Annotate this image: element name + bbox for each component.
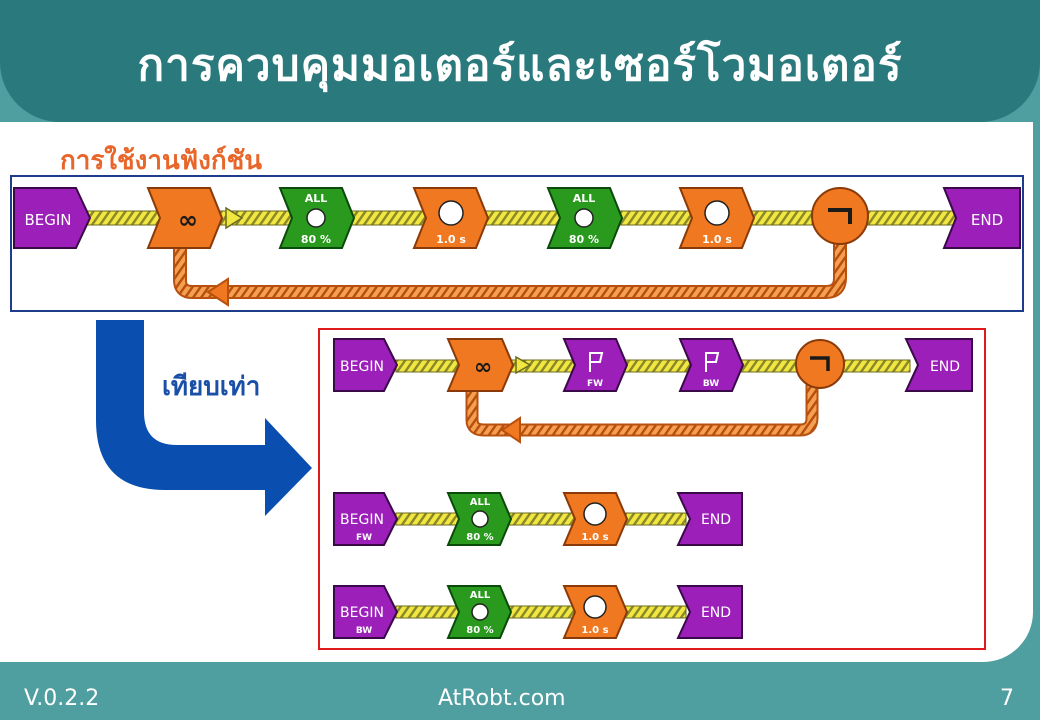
delay-block[interactable]: 1.0 s xyxy=(562,492,629,546)
begin-block[interactable]: BEGIN xyxy=(13,187,92,249)
end-label: END xyxy=(971,211,1003,229)
end-block[interactable]: END xyxy=(904,338,973,392)
delay-label: 1.0 s xyxy=(581,625,608,636)
loop-return-arrowhead xyxy=(500,416,521,444)
end-block[interactable]: END xyxy=(676,492,743,546)
top-flow: BEGIN ∞ ALL 80 % 1.0 s ALL 80 % 1.0 s xyxy=(13,187,1021,307)
stopwatch-icon xyxy=(583,595,607,619)
footer-version: V.0.2.2 xyxy=(24,686,100,711)
motor-power-label: 80 % xyxy=(301,233,331,246)
end-block[interactable]: END xyxy=(942,187,1021,249)
function-call-bw-block[interactable]: BW xyxy=(678,338,745,392)
loop-return-line-fill xyxy=(467,384,817,435)
equivalent-box xyxy=(318,328,986,650)
section-label: การใช้งานฟังก์ชัน xyxy=(60,146,262,176)
motor-block-forward[interactable]: ALL 80 % xyxy=(446,492,513,546)
motor-block-backward[interactable]: ALL 80 % xyxy=(446,585,513,639)
function-flag-icon xyxy=(705,352,720,372)
footer-page-number: 7 xyxy=(1000,686,1014,711)
loop-end-block[interactable] xyxy=(795,339,845,389)
stopwatch-icon xyxy=(438,200,464,226)
end-label: END xyxy=(701,512,731,528)
motor-all-label: ALL xyxy=(470,497,491,508)
motor-block-backward[interactable]: ALL 80 % xyxy=(546,187,624,249)
loop-return-arrowhead xyxy=(206,277,229,307)
loop-start-block[interactable]: ∞ xyxy=(446,338,532,392)
begin-bw-label: BW xyxy=(356,626,372,636)
begin-label: BEGIN xyxy=(24,211,71,229)
delay-block[interactable]: 1.0 s xyxy=(562,585,629,639)
main-flow: BEGIN ∞ FW BW END xyxy=(333,338,973,444)
motor-gear-icon xyxy=(471,603,489,621)
footer-site: AtRobt.com xyxy=(438,686,566,711)
function-fw-label: FW xyxy=(587,379,603,389)
loop-end-arrow-icon xyxy=(828,208,852,224)
loop-end-block[interactable] xyxy=(811,187,869,245)
function-flag-icon xyxy=(589,352,604,372)
loop-start-block[interactable]: ∞ xyxy=(146,187,244,249)
motor-block-forward[interactable]: ALL 80 % xyxy=(278,187,356,249)
delay-label: 1.0 s xyxy=(702,233,732,246)
delay-block[interactable]: 1.0 s xyxy=(678,187,756,249)
loop-infinity-icon: ∞ xyxy=(474,355,492,380)
motor-power-label: 80 % xyxy=(569,233,599,246)
motor-gear-icon xyxy=(471,510,489,528)
loop-return-line xyxy=(465,384,819,437)
slide-title: การควบคุมมอเตอร์และเซอร์โวมอเตอร์ xyxy=(137,40,903,91)
end-label: END xyxy=(930,359,960,375)
begin-block[interactable]: BEGIN xyxy=(333,338,399,392)
function-bw-label: BW xyxy=(703,379,719,389)
begin-fw-block[interactable]: BEGIN FW xyxy=(333,492,399,546)
loop-start-arrow-icon xyxy=(225,206,244,230)
fw-function-flow: BEGIN FW ALL 80 % 1.0 s END xyxy=(333,492,743,546)
bw-function-flow: BEGIN BW ALL 80 % 1.0 s END xyxy=(333,585,743,639)
motor-gear-icon xyxy=(306,208,326,228)
end-label: END xyxy=(701,605,731,621)
equivalent-label: เทียบเท่า xyxy=(162,372,261,402)
motor-all-label: ALL xyxy=(305,192,328,205)
function-call-fw-block[interactable]: FW xyxy=(562,338,629,392)
begin-fw-label: FW xyxy=(356,533,372,543)
end-block[interactable]: END xyxy=(676,585,743,639)
stopwatch-icon xyxy=(704,200,730,226)
begin-label: BEGIN xyxy=(340,512,384,528)
loop-infinity-icon: ∞ xyxy=(178,206,198,234)
loop-end-arrow-icon xyxy=(810,356,830,371)
begin-label: BEGIN xyxy=(340,605,384,621)
loop-start-arrow-icon xyxy=(515,355,532,375)
function-usage-box xyxy=(10,175,1024,312)
motor-all-label: ALL xyxy=(573,192,596,205)
motor-all-label: ALL xyxy=(470,590,491,601)
delay-block[interactable]: 1.0 s xyxy=(412,187,490,249)
header-bar: การควบคุมมอเตอร์และเซอร์โวมอเตอร์ xyxy=(0,0,1040,122)
delay-label: 1.0 s xyxy=(436,233,466,246)
stopwatch-icon xyxy=(583,502,607,526)
delay-label: 1.0 s xyxy=(581,532,608,543)
wire xyxy=(395,512,687,526)
begin-bw-block[interactable]: BEGIN BW xyxy=(333,585,399,639)
loop-return-line-fill xyxy=(175,238,845,297)
motor-gear-icon xyxy=(574,208,594,228)
compare-arrow xyxy=(96,320,312,516)
motor-power-label: 80 % xyxy=(466,532,493,543)
begin-label: BEGIN xyxy=(340,359,384,375)
wire xyxy=(395,605,687,619)
motor-power-label: 80 % xyxy=(466,625,493,636)
